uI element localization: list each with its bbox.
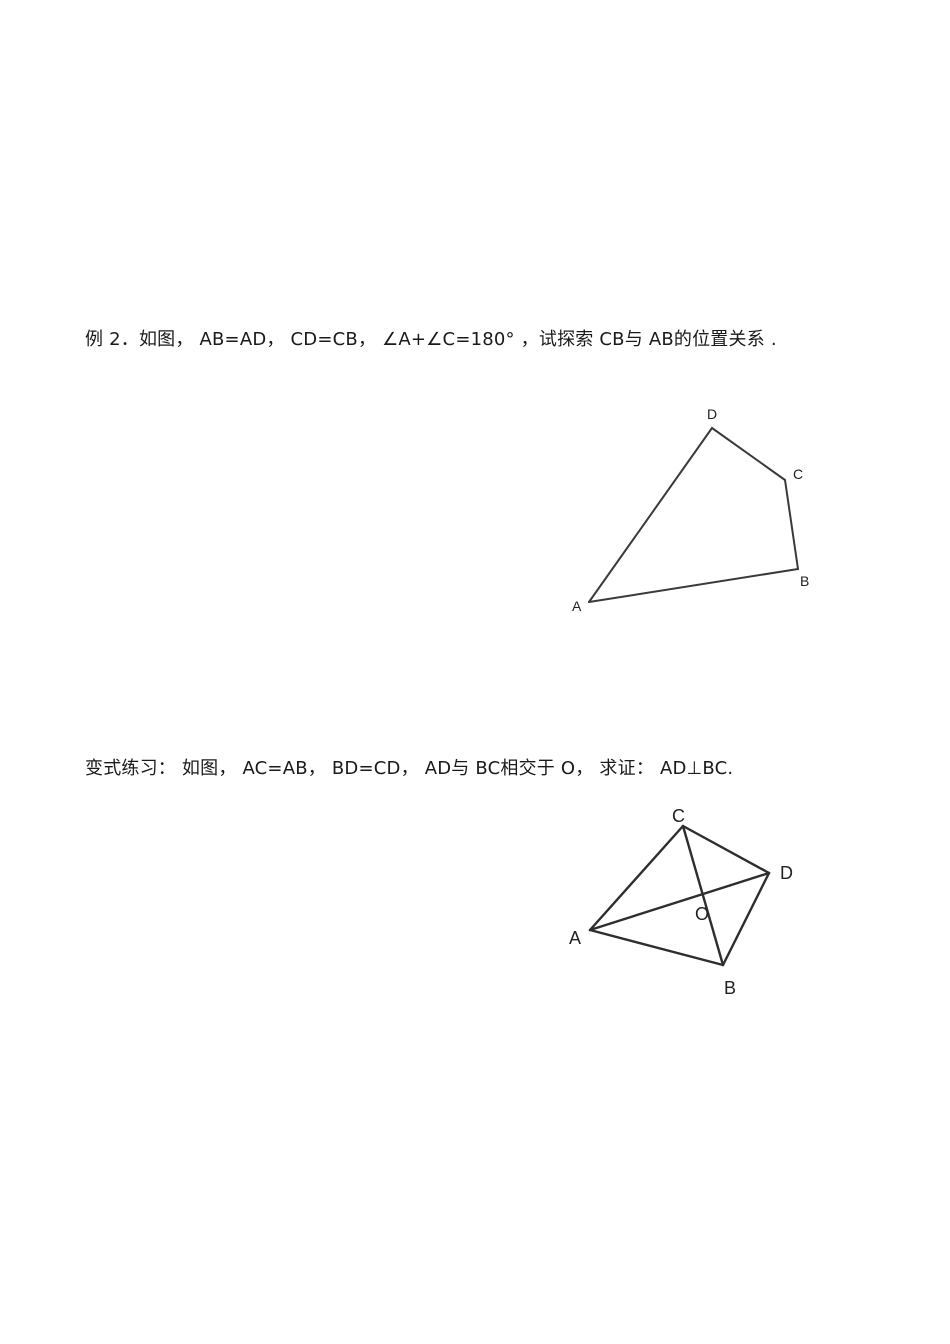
segment-ba <box>588 928 725 967</box>
segment-cb <box>784 479 799 570</box>
vertex-label-b: B <box>800 573 809 589</box>
segment-db <box>721 871 771 967</box>
vertex-label-a: A <box>569 928 581 948</box>
segment-ad <box>588 427 713 603</box>
vertex-label-b: B <box>724 978 736 998</box>
vertex-label-d: D <box>707 406 717 422</box>
variant-exercise-problem-text: 变式练习： 如图， AC=AB， BD=CD， AD与 BC相交于 O， 求证：… <box>85 758 734 779</box>
vertex-label-a: A <box>572 598 582 614</box>
vertex-label-c: C <box>672 806 685 826</box>
quadrilateral-abcd-figure: A B C D <box>572 406 809 614</box>
segment-ad <box>588 871 771 932</box>
vertex-label-d: D <box>780 863 793 883</box>
intersection-label-o: O <box>695 904 709 924</box>
vertex-label-c: C <box>793 466 803 482</box>
segment-dc <box>711 427 786 481</box>
segment-ba <box>588 568 799 603</box>
segment-cd <box>681 824 771 875</box>
kite-abdc-figure: A B C D O <box>569 806 793 998</box>
example-2-problem-text: 例 2．如图， AB=AD， CD=CB， ∠A+∠C=180° ，试探索 CB… <box>85 329 777 350</box>
segment-ac <box>588 824 685 932</box>
segment-bc <box>681 824 725 967</box>
